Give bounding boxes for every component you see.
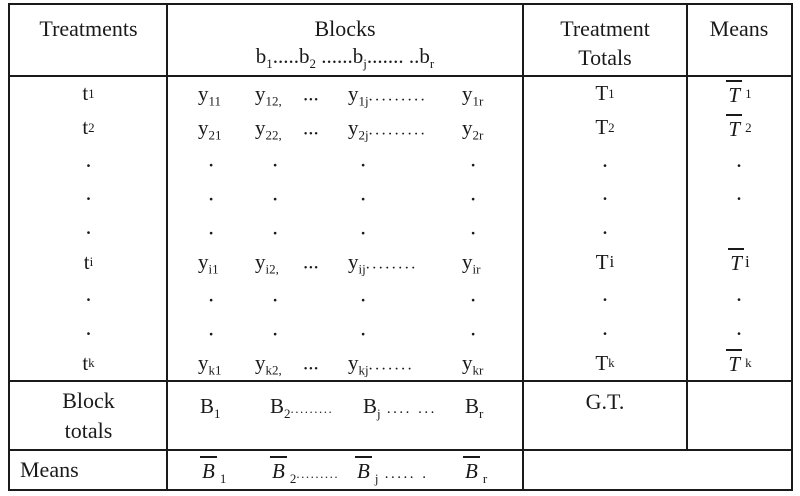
- block-totals-row: Block totals B1 B2......... Bj .... ... …: [10, 382, 791, 449]
- dots-row: . . . . . . .: [86, 151, 742, 171]
- rcbd-table: Treatments Blocks b1.....b2 ......bj....…: [8, 3, 793, 491]
- dots-row: . . . . . . .: [86, 320, 742, 340]
- header-cell-treatments: Treatments: [10, 5, 167, 75]
- block-br: br: [419, 44, 435, 72]
- empty-merged-cell: [523, 451, 791, 489]
- header-cell-blocks: Blocks b1.....b2 ......bj....... ..br: [167, 5, 523, 75]
- block-values: y11 y12, ... y1j......... y1r: [198, 81, 484, 109]
- block-means-label: Means: [20, 457, 79, 482]
- block-totals-values: B1 B2......... Bj .... ... Br: [200, 394, 484, 422]
- column-divider-1: [166, 5, 168, 489]
- empty-cell: [687, 382, 791, 449]
- dots-row: . . . . . . .: [86, 185, 742, 205]
- dots-row: . . . . . .: [86, 219, 608, 239]
- dots-row: . . . . . . .: [86, 286, 742, 306]
- block-values: y21 y22, ... y2j......... y2r: [198, 115, 484, 143]
- block-b2: b2 ......: [299, 44, 353, 72]
- column-divider-3: [686, 5, 688, 451]
- totals-means-divider: [10, 449, 791, 451]
- block-bj: bj....... ..: [352, 44, 420, 72]
- means-heading: Means: [709, 16, 769, 41]
- block-totals-label: Block totals: [62, 388, 115, 443]
- block-b1: b1.....: [255, 44, 300, 72]
- header-divider: [10, 75, 791, 77]
- body-footer-divider: [10, 380, 791, 382]
- table-header: Treatments Blocks b1.....b2 ......bj....…: [10, 5, 791, 75]
- blocks-subheading: b1.....b2 ......bj....... ..br: [167, 43, 523, 70]
- column-divider-2: [522, 5, 524, 489]
- header-cell-means: Means: [687, 5, 791, 75]
- block-values: yi1 yi2, ... yij........ yir: [198, 249, 481, 277]
- treatments-heading: Treatments: [39, 16, 138, 41]
- block-values: yk1 yk2, ... ykj....... ykr: [198, 350, 484, 378]
- header-cell-treatment-totals: Treatment Totals: [560, 16, 650, 70]
- grand-total: G.T.: [585, 389, 625, 414]
- blocks-heading: Blocks: [314, 16, 376, 41]
